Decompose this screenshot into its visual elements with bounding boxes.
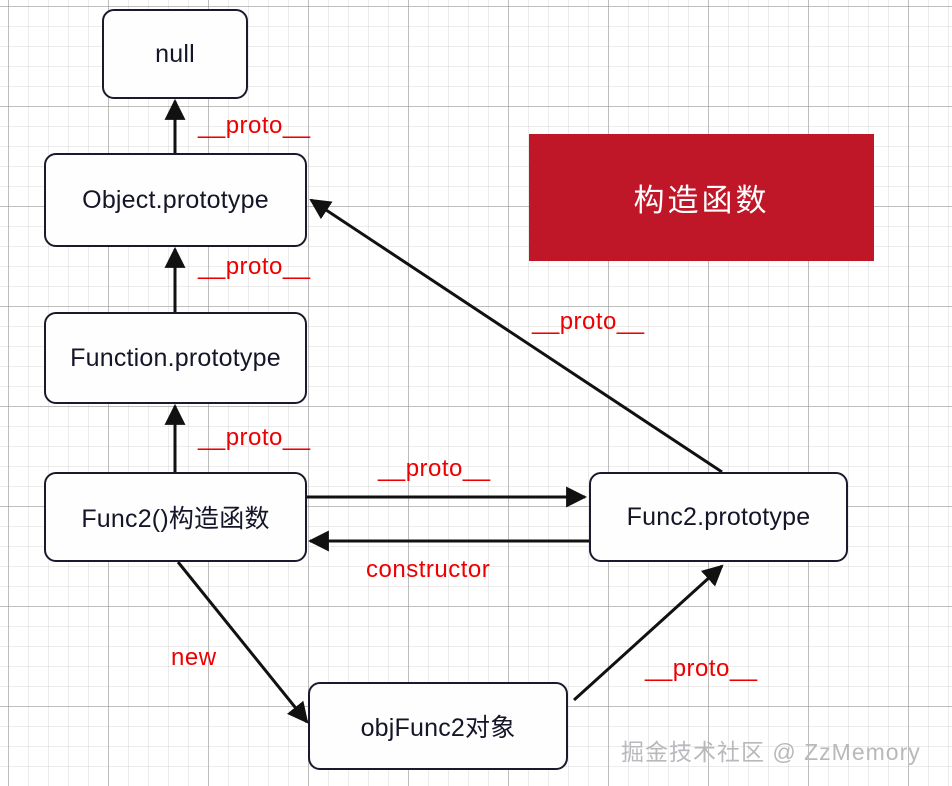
edge-label-objfunc2-to-func2proto: __proto__ <box>645 655 758 682</box>
edge-func2-to-objfunc2 <box>176 561 309 724</box>
edge-label-objproto-to-null: __proto__ <box>198 112 311 139</box>
node-null[interactable]: null <box>102 9 248 99</box>
node-object-prototype[interactable]: Object.prototype <box>44 153 307 247</box>
node-function-prototype[interactable]: Function.prototype <box>44 312 307 404</box>
node-func2-prototype-label: Func2.prototype <box>626 502 811 531</box>
edge-label-func2-to-func2proto: __proto__ <box>378 455 491 482</box>
edge-label-func2-to-funcproto: __proto__ <box>198 424 311 451</box>
node-func2-constructor-label: Func2()构造函数 <box>81 505 270 533</box>
watermark: 掘金技术社区 @ ZzMemory <box>621 739 921 765</box>
node-objfunc2[interactable]: objFunc2对象 <box>308 682 568 770</box>
constructor-banner-label: 构造函数 <box>633 183 770 218</box>
edge-label-func2proto-to-func2: constructor <box>366 556 491 583</box>
node-func2-prototype[interactable]: Func2.prototype <box>589 472 848 562</box>
node-objfunc2-label: objFunc2对象 <box>360 714 516 742</box>
node-object-prototype-label: Object.prototype <box>82 185 269 214</box>
node-func2-constructor[interactable]: Func2()构造函数 <box>44 472 307 562</box>
edge-label-func2proto-to-objproto: __proto__ <box>532 308 645 335</box>
edge-label-funcproto-to-objproto: __proto__ <box>198 253 311 280</box>
constructor-banner: 构造函数 <box>529 134 874 261</box>
node-function-prototype-label: Function.prototype <box>70 343 281 372</box>
edge-label-func2-to-objfunc2: new <box>171 644 217 671</box>
node-null-label: null <box>155 39 195 68</box>
